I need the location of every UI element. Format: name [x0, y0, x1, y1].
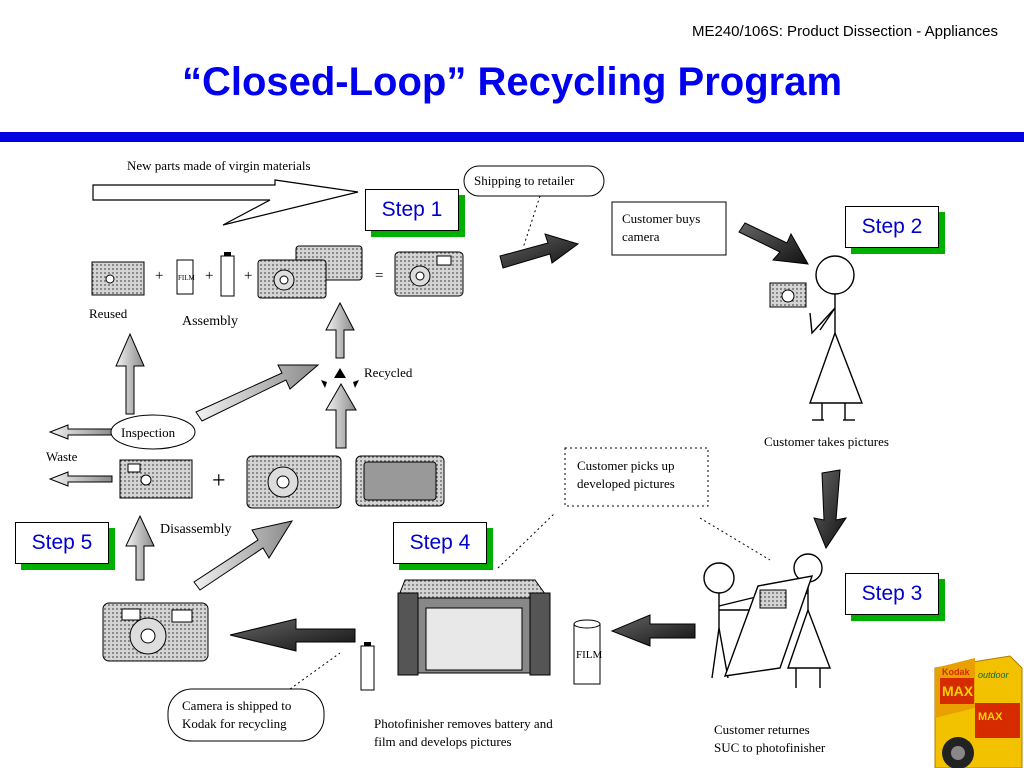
- shipping-bubble: [463, 165, 605, 197]
- course-header: ME240/106S: Product Dissection - Applian…: [692, 23, 998, 40]
- disassembly-label: Disassembly: [160, 522, 232, 537]
- shipping-label: Shipping to retailer: [474, 173, 575, 188]
- step-3-label: Step 3: [845, 573, 939, 615]
- kodak-brand: Kodak: [942, 667, 971, 677]
- battery-small: [360, 642, 375, 691]
- step-2-label: Step 2: [845, 206, 939, 248]
- customer-figure: [809, 255, 864, 421]
- reused-body: [91, 261, 145, 296]
- customer-takes-label: Customer takes pictures: [764, 434, 889, 449]
- returns-label-2: SUC to photofinisher: [714, 740, 826, 755]
- arrow-to-recycled: [195, 364, 320, 422]
- arrow-recycled-up: [325, 301, 355, 359]
- exchanged-camera: [759, 589, 787, 609]
- arrow-to-photofinisher: [610, 614, 696, 647]
- step-1-label: Step 1: [365, 189, 459, 231]
- shipped-label-1: Camera is shipped to: [182, 698, 291, 713]
- arrow-to-kodak: [229, 618, 356, 652]
- step-4-label: Step 4: [393, 522, 487, 564]
- customer-buys-label-2: camera: [622, 229, 660, 244]
- kodak-max: MAX: [942, 683, 974, 699]
- customer-returns-figures: [703, 553, 832, 688]
- arrow-to-customer: [499, 233, 580, 269]
- picks-up-label-2: developed pictures: [577, 476, 675, 491]
- arrow-to-figure: [738, 222, 809, 265]
- customer-buys-box: [611, 201, 727, 256]
- inspection-label: Inspection: [121, 425, 176, 440]
- battery-icon: [220, 252, 235, 297]
- arrow-to-reused: [115, 332, 145, 415]
- picks-up-label-1: Customer picks up: [577, 458, 675, 473]
- new-parts-label: New parts made of virgin materials: [127, 158, 311, 173]
- film-icon-label: FILM: [178, 274, 196, 282]
- assembly-parts: [257, 245, 363, 299]
- title-rule: [0, 132, 1024, 142]
- returned-camera: [102, 602, 209, 662]
- shipped-bubble: [167, 688, 325, 742]
- film-canister-label: FILM: [576, 649, 603, 661]
- returns-label-1: Customer returnes: [714, 722, 810, 737]
- arrow-to-disassembly: [193, 520, 294, 591]
- inspection-bubble: [110, 414, 196, 450]
- reused-label: Reused: [89, 306, 128, 321]
- plus-2: +: [205, 268, 213, 284]
- photofinisher-machine: [397, 579, 551, 676]
- shipped-label-2: Kodak for recycling: [182, 716, 287, 731]
- waste-arrow-2: [48, 471, 113, 487]
- back-cover: [355, 455, 445, 507]
- equals-sign: =: [375, 268, 383, 284]
- recycled-label: Recycled: [364, 365, 413, 380]
- recycling-diagram: New parts made of virgin materials Shipp…: [46, 158, 1023, 768]
- kodak-max-side: MAX: [978, 711, 1003, 723]
- customer-buys-label-1: Customer buys: [622, 211, 700, 226]
- camera-body: [119, 459, 193, 499]
- arrow-up-step5: [125, 514, 155, 581]
- plus-3: +: [244, 268, 252, 284]
- photofinisher-label-2: film and develops pictures: [374, 734, 512, 749]
- assembled-camera: [394, 251, 464, 297]
- plus-disassembly: +: [212, 468, 226, 494]
- waste-arrow-1: [48, 424, 113, 440]
- arrow-disassembly-up: [325, 382, 357, 449]
- film-canister: FILM: [573, 619, 603, 685]
- kodak-max-box: Kodak MAX MAX outdoor: [934, 655, 1023, 768]
- page-title: “Closed-Loop” Recycling Program: [181, 60, 843, 104]
- front-cover: [246, 455, 342, 509]
- plus-1: +: [155, 268, 163, 284]
- picks-up-box: [564, 447, 709, 507]
- handheld-camera: [769, 282, 807, 308]
- arrow-down-step3: [813, 469, 848, 550]
- virgin-materials-arrow: [92, 179, 359, 226]
- waste-label: Waste: [46, 449, 78, 464]
- assembly-label: Assembly: [182, 314, 238, 329]
- film-icon: FILM: [176, 259, 196, 295]
- step-5-label: Step 5: [15, 522, 109, 564]
- kodak-outdoor: outdoor: [978, 670, 1010, 680]
- recycle-symbol-icon: [321, 368, 359, 388]
- photofinisher-label-1: Photofinisher removes battery and: [374, 716, 553, 731]
